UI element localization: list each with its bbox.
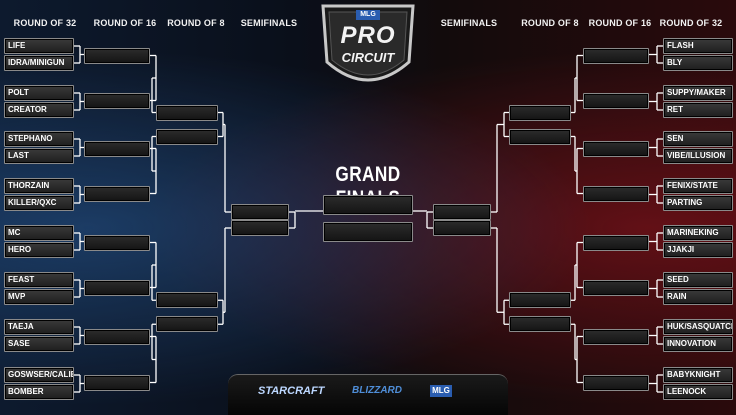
round-header: SEMIFINALS	[440, 18, 498, 28]
player-slot[interactable]: GOSWSER/CALIBER	[4, 367, 74, 383]
match-slot[interactable]	[509, 128, 571, 145]
player-slot[interactable]: MVP	[4, 289, 74, 305]
player-slot[interactable]: SUPPY/MAKER	[663, 85, 733, 101]
match-slot[interactable]	[583, 92, 649, 109]
player-slot[interactable]: HERO	[4, 242, 74, 258]
pro-circuit-logo: MLG PRO CIRCUIT	[317, 0, 419, 96]
logo-text-circuit: CIRCUIT	[341, 50, 395, 65]
grand-final-slot[interactable]	[323, 195, 413, 215]
player-slot[interactable]: BOMBER	[4, 384, 74, 400]
match-slot[interactable]	[84, 47, 150, 64]
match-slot[interactable]	[84, 279, 150, 296]
player-slot[interactable]: FLASH	[663, 38, 733, 54]
match-slot[interactable]	[583, 47, 649, 64]
match-slot[interactable]	[583, 185, 649, 202]
match-slot[interactable]	[156, 292, 218, 309]
round-header: ROUND OF 8	[521, 18, 579, 28]
player-slot[interactable]: RET	[663, 102, 733, 118]
round-header: ROUND OF 32	[659, 18, 723, 28]
player-slot[interactable]: BABYKNIGHT	[663, 367, 733, 383]
logo-mlg-badge: MLG	[356, 10, 380, 20]
player-slot[interactable]: INNOVATION	[663, 336, 733, 352]
match-slot[interactable]	[84, 92, 150, 109]
grand-final-slot[interactable]	[323, 222, 413, 242]
player-slot[interactable]: CREATOR	[4, 102, 74, 118]
round-header: ROUND OF 16	[93, 18, 157, 28]
player-slot[interactable]: STEPHANO	[4, 131, 74, 147]
player-slot[interactable]: FENIX/STATE	[663, 178, 733, 194]
semifinal-slot[interactable]	[231, 204, 289, 220]
player-slot[interactable]: MC	[4, 225, 74, 241]
player-slot[interactable]: RAIN	[663, 289, 733, 305]
match-slot[interactable]	[84, 185, 150, 202]
semifinal-slot[interactable]	[433, 220, 491, 236]
match-slot[interactable]	[509, 316, 571, 333]
player-slot[interactable]: TAEJA	[4, 319, 74, 335]
player-slot[interactable]: SASE	[4, 336, 74, 352]
match-slot[interactable]	[156, 128, 218, 145]
semifinal-slot[interactable]	[231, 220, 289, 236]
match-slot[interactable]	[84, 234, 150, 251]
player-slot[interactable]: SEED	[663, 272, 733, 288]
match-slot[interactable]	[84, 374, 150, 391]
match-slot[interactable]	[84, 140, 150, 157]
player-slot[interactable]: IDRA/MINIGUN	[4, 55, 74, 71]
match-slot[interactable]	[156, 316, 218, 333]
player-slot[interactable]: SEN	[663, 131, 733, 147]
player-slot[interactable]: HUK/SASQUATCH	[663, 319, 733, 335]
player-slot[interactable]: THORZAIN	[4, 178, 74, 194]
player-slot[interactable]: KILLER/QXC	[4, 195, 74, 211]
semifinal-slot[interactable]	[433, 204, 491, 220]
match-slot[interactable]	[84, 328, 150, 345]
mlg-logo: MLG	[430, 385, 452, 397]
player-slot[interactable]: BLY	[663, 55, 733, 71]
match-slot[interactable]	[509, 104, 571, 121]
player-slot[interactable]: JJAKJI	[663, 242, 733, 258]
player-slot[interactable]: VIBE/ILLUSION	[663, 148, 733, 164]
match-slot[interactable]	[583, 279, 649, 296]
match-slot[interactable]	[509, 292, 571, 309]
round-header: SEMIFINALS	[240, 18, 298, 28]
player-slot[interactable]: MARINEKING	[663, 225, 733, 241]
player-slot[interactable]: FEAST	[4, 272, 74, 288]
match-slot[interactable]	[156, 104, 218, 121]
sponsor-bar: STARCRAFT BLIZZARD MLG	[228, 374, 508, 415]
player-slot[interactable]: POLT	[4, 85, 74, 101]
match-slot[interactable]	[583, 328, 649, 345]
player-slot[interactable]: LAST	[4, 148, 74, 164]
logo-text-pro: PRO	[340, 22, 396, 49]
starcraft-logo: STARCRAFT	[258, 385, 325, 397]
player-slot[interactable]: LEENOCK	[663, 384, 733, 400]
match-slot[interactable]	[583, 140, 649, 157]
player-slot[interactable]: LIFE	[4, 38, 74, 54]
match-slot[interactable]	[583, 234, 649, 251]
logo-shield-icon	[321, 4, 415, 82]
round-header: ROUND OF 8	[167, 18, 225, 28]
round-header: ROUND OF 16	[588, 18, 652, 28]
blizzard-logo: BLIZZARD	[352, 385, 402, 396]
match-slot[interactable]	[583, 374, 649, 391]
round-header: ROUND OF 32	[13, 18, 77, 28]
player-slot[interactable]: PARTING	[663, 195, 733, 211]
